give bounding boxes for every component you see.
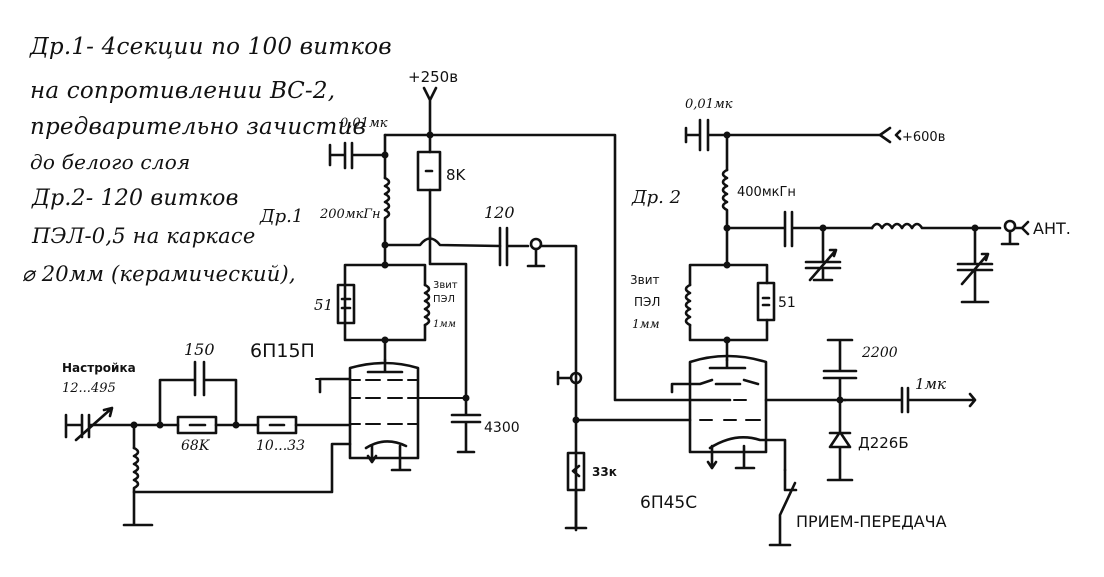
dr1-label: Др.1 — [259, 206, 303, 227]
coil-right-2: ПЭЛ — [634, 295, 660, 309]
c-4300-label: 4300 — [484, 420, 520, 436]
tube2-label: 6П45С — [640, 493, 697, 513]
dr2-value: 400мкГн — [737, 185, 796, 200]
note-line-2: на сопротивлении ВС-2, — [30, 78, 336, 104]
output-coupling-cap — [725, 210, 874, 248]
tuning-range: 12...495 — [62, 381, 116, 396]
output-inductor — [870, 222, 1002, 230]
dr2-label: Др. 2 — [631, 187, 681, 208]
resistor-33k — [564, 451, 588, 530]
capacitor-2200 — [822, 338, 858, 402]
variable-cap-c2 — [956, 226, 994, 304]
switch-rx-tx — [768, 468, 798, 547]
coil-left-2: ПЭЛ — [433, 294, 455, 305]
switch-label: ПРИЕМ-ПЕРЕДАЧА — [796, 512, 947, 531]
coil-right-1: 3вит — [630, 273, 660, 287]
note-line-3: предварительно зачистив — [30, 114, 367, 140]
diode-label: Д226Б — [858, 434, 909, 452]
antenna-connector — [1000, 219, 1030, 246]
tube-6p15p — [315, 358, 467, 472]
antenna-label: АНТ. — [1033, 219, 1071, 238]
r-33k-label: 33к — [592, 465, 617, 479]
r-51-left-label: 51 — [314, 296, 333, 314]
tuning-capacitor — [64, 406, 137, 442]
resistor-10-33 — [256, 415, 352, 435]
connector-coax-1 — [526, 237, 578, 532]
c-120-label: 120 — [484, 203, 515, 222]
c-1mk-label: 1мк — [915, 375, 946, 393]
capacitor-150 — [158, 360, 238, 427]
inductor-dr2 — [721, 133, 729, 230]
c-001-left-label: 0,01мк — [340, 116, 388, 131]
supply-600-label: +600в — [902, 130, 945, 145]
tube1-label: 6П15П — [250, 340, 315, 362]
capacitor-120 — [498, 226, 530, 267]
tank-right — [684, 226, 776, 362]
input-coil — [122, 423, 352, 527]
r-10-33-label: 10...33 — [256, 438, 305, 454]
coil-right-3: 1мм — [632, 317, 660, 331]
capacitor-001-left — [328, 133, 387, 170]
note-line-6: ПЭЛ-0,5 на каркасе — [32, 224, 256, 248]
wire-anode1-to-c120 — [383, 237, 502, 248]
r-51-right-label: 51 — [778, 295, 796, 311]
c-2200-label: 2200 — [861, 345, 898, 361]
connector-coax-2 — [556, 370, 583, 386]
r-68k-label: 68K — [181, 438, 211, 454]
resistor-68k — [158, 415, 260, 435]
r-8k-label: 8K — [446, 166, 467, 184]
variable-cap-c1 — [804, 226, 842, 282]
note-line-5: Др.2- 120 витков — [32, 186, 239, 211]
coil-left-1: 3вит — [433, 280, 458, 291]
tuning-label: Настройка — [62, 361, 136, 375]
diode-d226b — [826, 398, 854, 482]
wire-top-rail — [383, 133, 732, 402]
tube-6p45s — [574, 354, 847, 472]
coil-left-3: 1мм — [433, 319, 456, 330]
dr1-value: 200мкГн — [319, 207, 381, 222]
inductor-dr1 — [383, 153, 391, 247]
note-line-4: до белого слоя — [30, 150, 191, 174]
supply-250-label: +250в — [408, 68, 458, 86]
note-line-1: Др.1- 4секции по 100 витков — [30, 34, 392, 60]
c-001-right-label: 0,01мк — [685, 97, 733, 112]
note-line-7: ⌀ 20мм (керамический), — [22, 262, 296, 286]
capacitor-1mk — [843, 386, 977, 414]
c-150-label: 150 — [184, 340, 215, 359]
resistor-8k — [416, 133, 442, 239]
capacitor-4300 — [450, 396, 482, 454]
capacitor-001-right — [684, 118, 902, 152]
supply-250-terminal — [422, 86, 438, 137]
